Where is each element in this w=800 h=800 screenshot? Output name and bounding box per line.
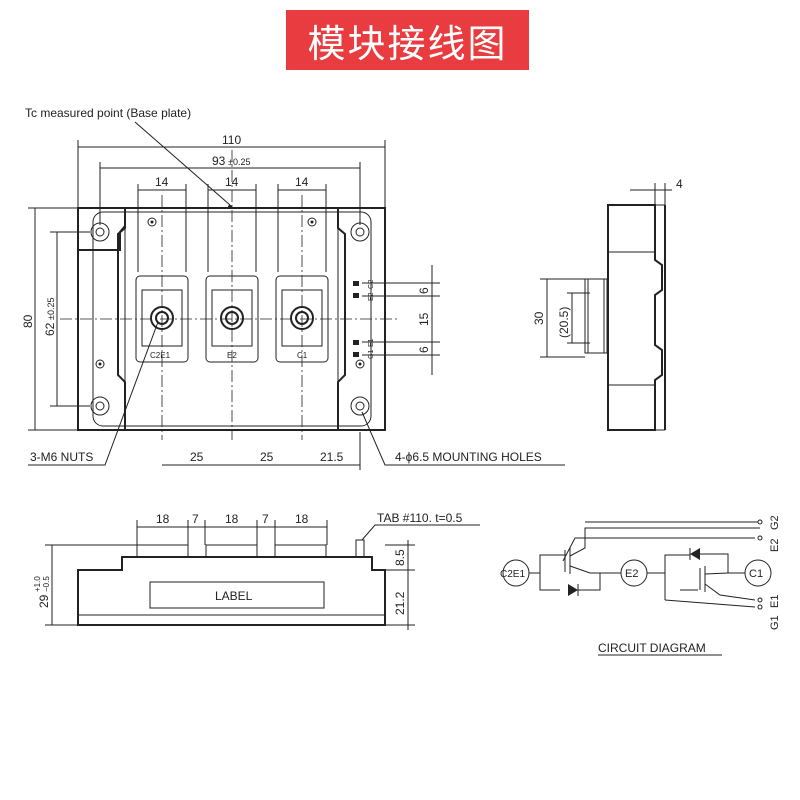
label-text: LABEL <box>215 589 253 603</box>
tab-leader <box>361 524 480 541</box>
module-outer <box>77 207 386 431</box>
nuts-label: 3-M6 NUTS <box>30 450 93 464</box>
front-term-3 <box>274 544 327 558</box>
dim-4: 4 <box>676 177 683 191</box>
terminal-3 <box>275 275 329 363</box>
diode-d1 <box>690 548 700 560</box>
wire-d2-right <box>578 573 601 591</box>
terminal-1 <box>135 275 189 363</box>
diode-d2 <box>568 584 578 596</box>
dim-f-7a: 7 <box>192 512 199 526</box>
dim-29: 29 <box>37 594 51 608</box>
dim-f-18c: 18 <box>295 512 309 526</box>
side-view: 4 30 (20.5) <box>532 177 683 431</box>
wire-e2-right <box>647 554 690 574</box>
dim-215: 21.5 <box>320 450 344 464</box>
dim-25b: 25 <box>260 450 274 464</box>
dim-212: 21.2 <box>393 591 407 615</box>
dim-25a: 25 <box>190 450 204 464</box>
term-label-c2e1: C2E1 <box>150 351 171 360</box>
node-c2e1-label: C2E1 <box>500 569 525 580</box>
page-title: 模块接线图 <box>307 21 508 66</box>
q2-collector-wire <box>569 565 621 574</box>
dim-f-18a: 18 <box>156 512 170 526</box>
pin-g1-label: G1 <box>769 615 781 630</box>
dim-93: 93 <box>212 154 226 168</box>
top-view: Tc measured point (Base plate) 110 93 ±0… <box>21 106 565 470</box>
front-view: 18 7 18 7 18 LABEL TAB #110. t=0.5 8.5 2… <box>33 511 480 630</box>
dim-80: 80 <box>21 314 35 328</box>
holes-leader <box>361 411 565 466</box>
dim-14c: 14 <box>295 175 309 189</box>
tc-leader <box>134 121 231 206</box>
dim-6b: 6 <box>417 346 431 353</box>
side-pins <box>584 278 608 354</box>
dim-f-18b: 18 <box>225 512 239 526</box>
holes-label: 4-ϕ6.5 MOUNTING HOLES <box>395 450 542 464</box>
q1-emitter <box>704 583 756 601</box>
node-c1-label: C1 <box>749 568 763 580</box>
q1-collector <box>704 572 729 575</box>
pin-e1-label: E1 <box>769 595 781 608</box>
terminal-2 <box>205 275 259 363</box>
pin-g1-dot <box>757 604 763 610</box>
circuit-caption: CIRCUIT DIAGRAM <box>598 641 706 655</box>
front-tab <box>355 539 365 558</box>
term-label-e2: E2 <box>227 351 237 360</box>
title-banner: 模块接线图 <box>286 10 529 70</box>
wire-g1 <box>664 599 756 608</box>
pin-e1-dot <box>757 597 763 603</box>
front-term-2 <box>205 544 258 558</box>
dim-30: 30 <box>532 311 546 325</box>
small-screws <box>95 217 365 369</box>
dim-15: 15 <box>417 312 431 326</box>
gate-e2: E2 <box>368 292 375 301</box>
gate-g1: G1 <box>368 350 375 359</box>
dim-29-tol-minus: −0.5 <box>42 576 51 592</box>
tab-label: TAB #110. t=0.5 <box>377 511 463 525</box>
label-box <box>149 581 325 609</box>
gate-e1: E1 <box>368 338 375 347</box>
dim-205: (20.5) <box>557 307 571 338</box>
circuit-diagram: C2E1 E2 C1 E2 <box>500 515 781 656</box>
mounting-holes <box>90 222 370 416</box>
front-term-1 <box>136 544 189 558</box>
gate-pins <box>353 281 359 357</box>
nuts-leader <box>28 321 159 466</box>
pin-g2-dot <box>757 519 763 525</box>
pin-e2-label: E2 <box>769 539 781 552</box>
dim-29-tol-plus: +1.0 <box>33 576 42 592</box>
dim-62: 62 <box>43 322 57 336</box>
dim-110: 110 <box>222 133 241 147</box>
term-label-c1: C1 <box>297 351 308 360</box>
wire-d2-left <box>539 573 560 591</box>
g2-wire <box>562 537 755 562</box>
gate-g2: G2 <box>368 280 375 289</box>
dim-f-7b: 7 <box>262 512 269 526</box>
dim-62-tol: ±0.25 <box>46 298 56 320</box>
side-outline <box>607 204 663 431</box>
dim-93-tol: ±0.25 <box>228 157 250 167</box>
q2-emitter-wire <box>569 527 760 557</box>
dim-14a: 14 <box>155 175 169 189</box>
dim-85: 8.5 <box>393 549 407 566</box>
dim-6a: 6 <box>417 287 431 294</box>
pin-e2-dot <box>757 535 763 541</box>
wire-d1-right <box>700 553 745 574</box>
wire-q2-top <box>529 554 565 574</box>
node-e2-label: E2 <box>625 568 638 580</box>
pin-g2-label: G2 <box>769 515 781 530</box>
tc-label: Tc measured point (Base plate) <box>25 106 191 120</box>
